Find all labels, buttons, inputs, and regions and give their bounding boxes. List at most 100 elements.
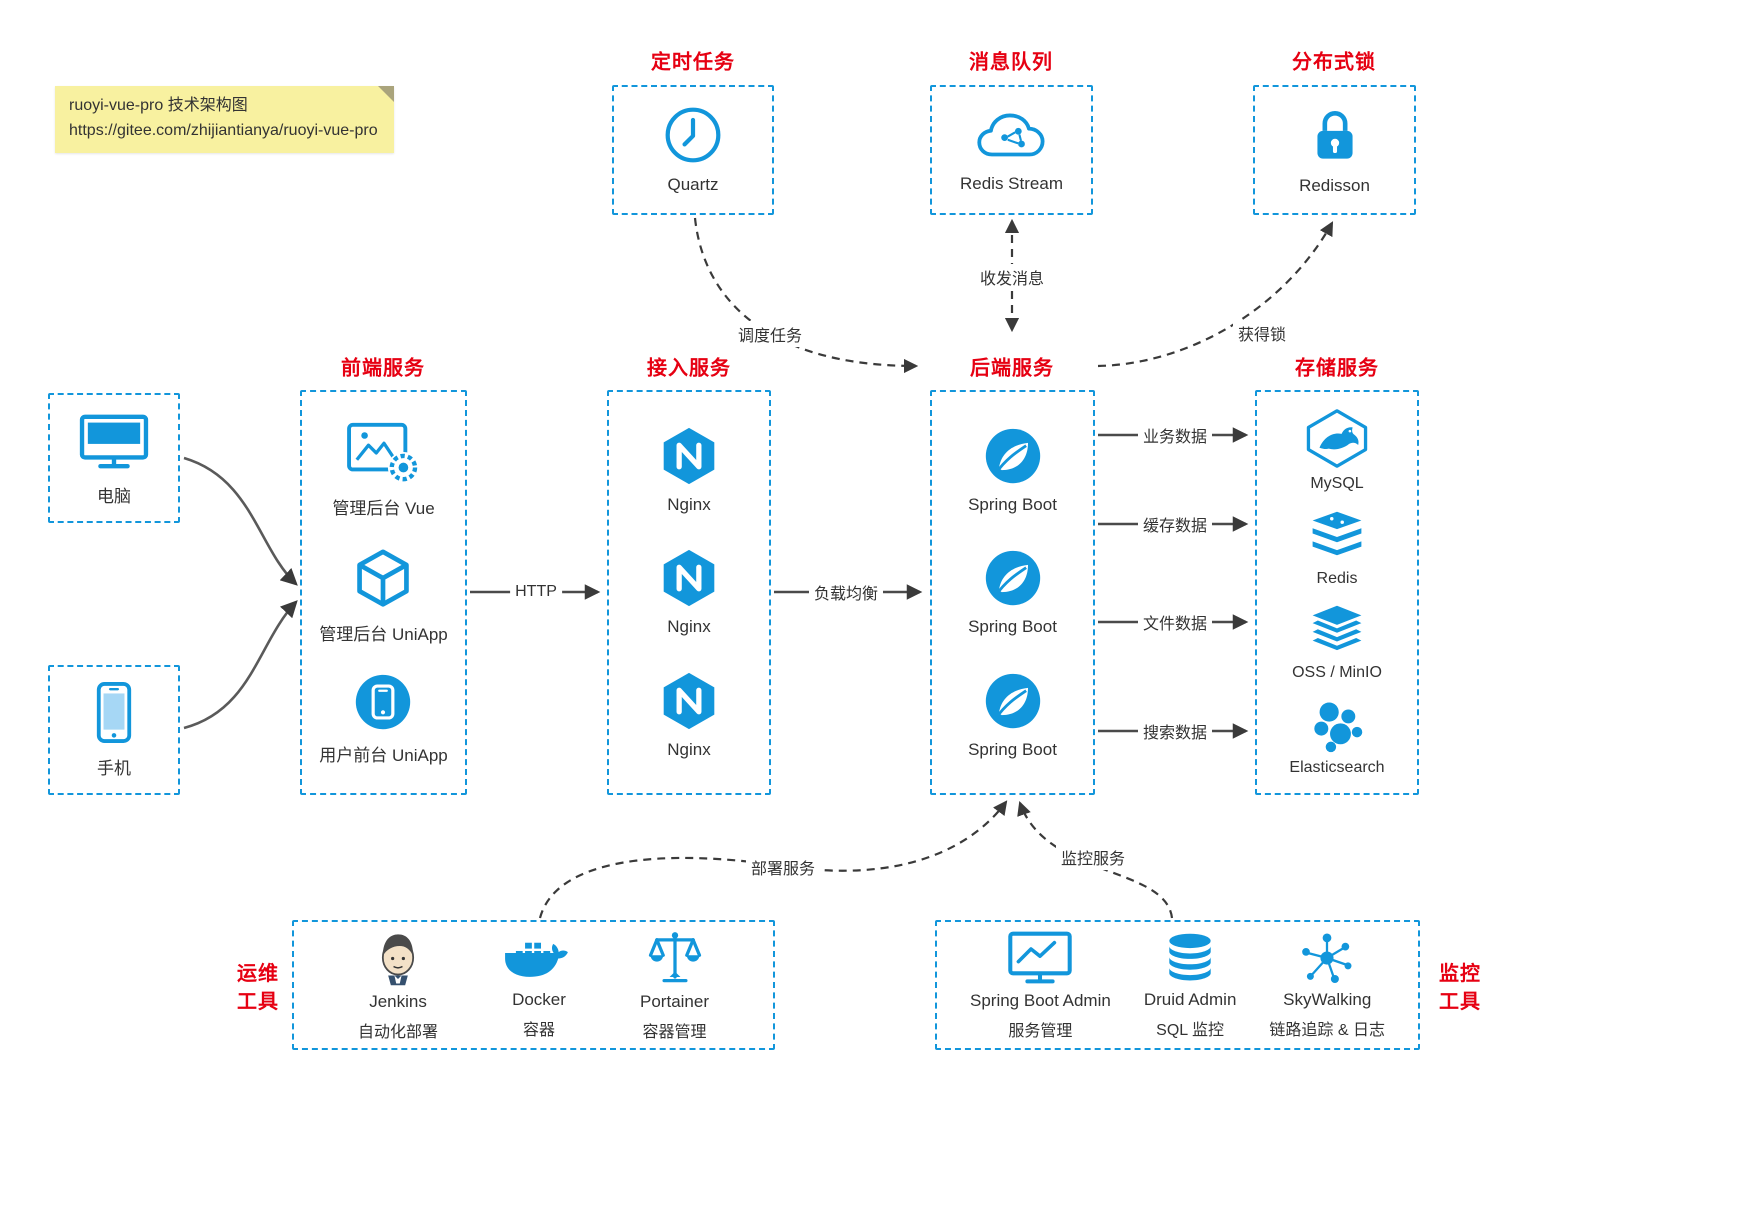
- edge-pc-to-frontend: [183, 456, 298, 586]
- frontend-item-admin-vue: 管理后台 Vue: [332, 419, 435, 519]
- spring-boot-admin-label: Spring Boot Admin: [970, 991, 1111, 1010]
- monitor-item-skywalking: SkyWalking 链路追踪 & 日志: [1269, 930, 1385, 1040]
- storage-item-elasticsearch: Elasticsearch: [1289, 699, 1385, 777]
- edge-label-http: HTTP: [510, 582, 562, 602]
- edge-label-search-data: 搜索数据: [1137, 718, 1213, 744]
- monitor-item-spring-boot-admin: Spring Boot Admin 服务管理: [970, 929, 1111, 1041]
- desktop-icon: [77, 410, 151, 472]
- nginx-label-3: Nginx: [667, 739, 711, 759]
- docker-label: Docker: [512, 989, 566, 1009]
- storage-item-redis: Redis: [1309, 510, 1365, 588]
- edge-schedule-task: [693, 217, 919, 374]
- backend-item-spring-2: Spring Boot: [968, 548, 1057, 637]
- docker-sub-label: 容器: [523, 1021, 556, 1039]
- frontend-admin-uniapp-label: 管理后台 UniApp: [319, 624, 448, 644]
- cube-icon: [353, 547, 413, 611]
- portainer-label: Portainer: [640, 992, 709, 1011]
- edge-mobile-to-frontend: [183, 600, 298, 730]
- redis-stream-label: Redis Stream: [960, 173, 1063, 193]
- sticky-note: ruoyi-vue-pro 技术架构图 https://gitee.com/zh…: [55, 86, 394, 153]
- skywalking-sub-label: 链路追踪 & 日志: [1269, 1022, 1385, 1039]
- portainer-sub-label: 容器管理: [642, 1024, 707, 1041]
- monitor-title-line2: 工具: [1439, 991, 1481, 1013]
- gateway-item-nginx-3: Nginx: [659, 671, 719, 760]
- pc-client-node: 电脑: [48, 393, 180, 523]
- redisson-label: Redisson: [1299, 175, 1370, 195]
- spring-icon: [983, 671, 1043, 731]
- storage-box: MySQL Redis OSS / MinIO Elasticsearch: [1255, 390, 1419, 795]
- backend-item-spring-3: Spring Boot: [968, 671, 1057, 760]
- database-icon: [1163, 930, 1217, 986]
- nginx-label-2: Nginx: [667, 617, 711, 636]
- edge-label-schedule-task: 调度任务: [732, 321, 808, 347]
- edge-label-file-data: 文件数据: [1137, 609, 1213, 635]
- docker-whale-icon: [502, 931, 576, 986]
- gateway-box: Nginx Nginx Nginx: [607, 390, 771, 795]
- zone-title-scheduled-tasks: 定时任务: [651, 51, 735, 74]
- ops-item-docker: Docker 容器: [502, 931, 576, 1040]
- zone-title-storage: 存储服务: [1295, 357, 1379, 380]
- spring-label-1: Spring Boot: [968, 494, 1057, 514]
- elasticsearch-label: Elasticsearch: [1289, 758, 1385, 776]
- redis-stream-node: Redis Stream: [930, 85, 1093, 215]
- edge-label-monitor-service: 监控服务: [1055, 844, 1131, 870]
- ops-item-portainer: Portainer 容器管理: [640, 928, 709, 1042]
- edge-label-send-receive-message: 收发消息: [974, 264, 1050, 290]
- frontend-box: 管理后台 Vue 管理后台 UniApp 用户前台 UniApp: [300, 390, 467, 795]
- nginx-icon: [659, 426, 719, 486]
- backend-item-spring-1: Spring Boot: [968, 426, 1057, 515]
- edge-label-business-data: 业务数据: [1137, 422, 1213, 448]
- edge-label-acquire-lock: 获得锁: [1232, 320, 1292, 346]
- cloud-stream-icon: [976, 107, 1048, 164]
- ops-tools-box: Jenkins 自动化部署 Docker 容器 Portainer 容器管理: [292, 920, 775, 1050]
- edge-label-load-balance: 负载均衡: [808, 579, 884, 605]
- edge-deploy-service: [538, 800, 1008, 919]
- admin-screen-gear-icon: [345, 419, 423, 485]
- druid-sub-label: SQL 监控: [1156, 1022, 1225, 1039]
- zone-title-backend: 后端服务: [970, 357, 1054, 380]
- spring-icon: [983, 548, 1043, 608]
- network-graph-icon: [1299, 930, 1355, 986]
- zone-title-message-queue: 消息队列: [969, 51, 1053, 74]
- mobile-client-label: 手机: [97, 759, 131, 778]
- jenkins-sub-label: 自动化部署: [358, 1023, 439, 1041]
- storage-item-oss: OSS / MinIO: [1292, 604, 1382, 682]
- note-url: https://gitee.com/zhijiantianya/ruoyi-vu…: [69, 121, 378, 139]
- zone-title-gateway: 接入服务: [647, 357, 731, 380]
- frontend-admin-vue-label: 管理后台 Vue: [332, 499, 435, 519]
- note-fold: [377, 86, 394, 102]
- storage-item-mysql: MySQL: [1302, 408, 1372, 493]
- phone-circle-icon: [353, 672, 413, 732]
- nginx-icon: [659, 548, 719, 608]
- nginx-label-1: Nginx: [667, 494, 711, 514]
- mysql-label: MySQL: [1310, 475, 1364, 493]
- frontend-item-user-uniapp: 用户前台 UniApp: [319, 672, 448, 766]
- mobile-client-node: 手机: [48, 665, 180, 795]
- backend-box: Spring Boot Spring Boot Spring Boot: [930, 390, 1095, 795]
- spring-label-3: Spring Boot: [968, 739, 1057, 759]
- nginx-icon: [659, 671, 719, 731]
- gateway-item-nginx-2: Nginx: [659, 548, 719, 637]
- ops-item-jenkins: Jenkins 自动化部署: [358, 929, 438, 1042]
- skywalking-label: SkyWalking: [1283, 990, 1372, 1009]
- monitor-tools-box: Spring Boot Admin 服务管理 Druid Admin SQL 监…: [935, 920, 1420, 1050]
- edge-label-deploy-service: 部署服务: [745, 854, 821, 880]
- monitor-item-druid: Druid Admin SQL 监控: [1144, 930, 1236, 1040]
- frontend-item-admin-uniapp: 管理后台 UniApp: [319, 547, 448, 645]
- mysql-icon: [1302, 408, 1372, 469]
- jenkins-label: Jenkins: [369, 991, 427, 1011]
- monitor-title-line1: 监控: [1439, 963, 1481, 985]
- redis-label: Redis: [1316, 569, 1358, 587]
- jenkins-icon: [373, 929, 423, 988]
- elasticsearch-icon: [1309, 699, 1365, 753]
- zone-title-monitor-tools: 监控 工具: [1439, 960, 1481, 1016]
- scales-icon: [646, 928, 704, 988]
- note-title: ruoyi-vue-pro 技术架构图: [69, 97, 248, 114]
- frontend-user-uniapp-label: 用户前台 UniApp: [319, 745, 448, 765]
- spring-boot-admin-sub-label: 服务管理: [1008, 1023, 1073, 1040]
- edge-acquire-lock: [1097, 221, 1334, 368]
- gateway-item-nginx-1: Nginx: [659, 426, 719, 515]
- zone-title-ops-tools: 运维 工具: [237, 960, 279, 1016]
